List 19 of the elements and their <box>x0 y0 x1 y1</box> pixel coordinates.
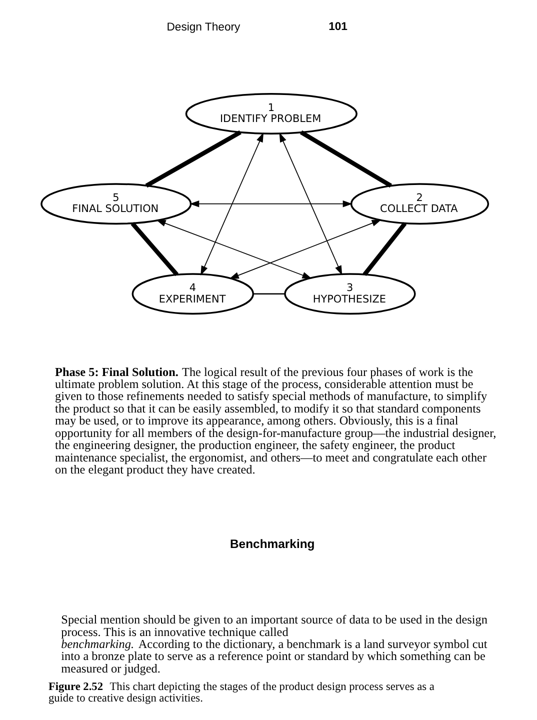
node-ellipse: 1 IDENTIFY PROBLEM <box>184 93 357 134</box>
arrow <box>228 220 381 279</box>
label: 101 <box>328 20 347 33</box>
connector <box>362 222 406 276</box>
label: Design Theory <box>166 22 240 34</box>
connector <box>144 130 241 188</box>
node-ellipse: 2 COLLECT DATA <box>350 183 489 225</box>
caption: Figure 2.52 This chart depicting the stages of the product design process serves as a guide to creative design activities. <box>48 681 434 704</box>
arrow <box>278 132 342 276</box>
node-ellipse: 5 FINAL SOLUTION <box>40 183 192 225</box>
label: Special mention should be given to an important source of data to be used in the design process. This is an innovative technique called benchmarking. According to the dictionary, a benchmark is a land surveyor symbol cut into a bronze plate to serve as a reference point or standard by which something can be measured or judged. <box>60 612 488 676</box>
arrow <box>200 132 264 276</box>
connector <box>299 130 392 188</box>
connector <box>253 293 284 295</box>
connector <box>130 222 178 276</box>
arrow <box>189 200 352 208</box>
label: Benchmarking <box>229 537 314 552</box>
label: Phase 5: Final Solution. The logical result of the previous four phases of work is the ultimate problem solution. At this stage of the process, considerable attention must be given to those refinements needed to satisfy special methods of manufacture, to simplify the product so that it can be easily assembled, to modify it so that standard components may be used, or to improve its appearance, among others. Obviously, this is a final opportunity for all members of the design-for-manufacture group—the industrial designer, the engineering designer, the production engineer, the safety engineer, the product maintenance specialist, the ergonomist, and others—to meet and congratulate each other on the elegant product they have created. <box>54 364 496 476</box>
arrow <box>156 220 312 279</box>
